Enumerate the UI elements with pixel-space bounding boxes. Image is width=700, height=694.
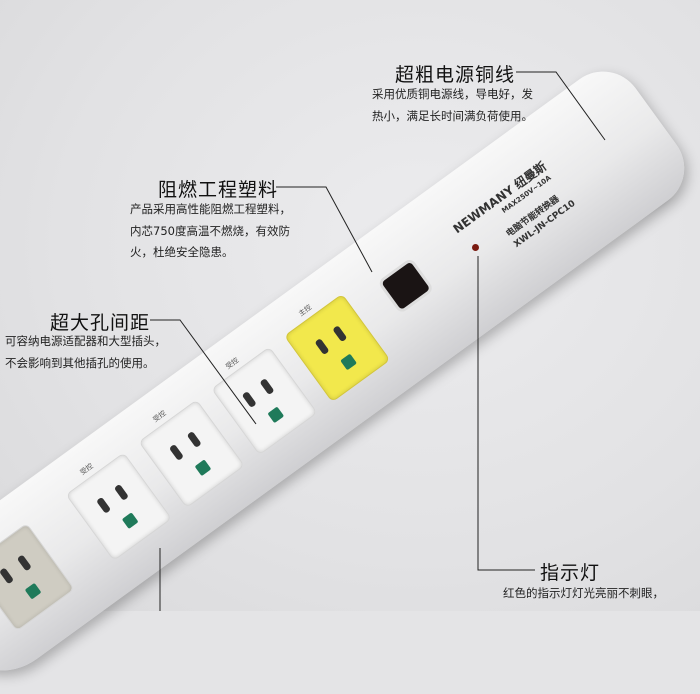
- indicator-led: [472, 244, 479, 251]
- material-description: 产品采用高性能阻燃工程塑料， 内芯750度高温不燃烧，有效防 火，杜绝安全隐患。: [130, 199, 291, 264]
- text-line: 可容纳电源适配器和大型插头，: [5, 334, 166, 348]
- spacing-title: 超大孔间距: [50, 312, 151, 334]
- indicator-description: 红色的指示灯灯光亮丽不刺眼，: [503, 583, 664, 605]
- spacing-description: 可容纳电源适配器和大型插头， 不会影响到其他插孔的使用。: [5, 331, 166, 374]
- text-line: 内芯750度高温不燃烧，有效防: [130, 223, 290, 238]
- text-line: 火，杜绝安全隐患。: [130, 245, 234, 259]
- cable-description: 采用优质铜电源线，导电好，发 热小，满足长时间满负荷使用。: [372, 84, 533, 127]
- text-line: 红色的指示灯灯光亮丽不刺眼，: [503, 586, 664, 600]
- text-line: 热小，满足长时间满负荷使用。: [372, 108, 533, 123]
- cable-title: 超粗电源铜线: [395, 64, 516, 86]
- indicator-title: 指示灯: [540, 562, 601, 584]
- text-line: 不会影响到其他插孔的使用。: [5, 355, 155, 370]
- leader-lines: [150, 71, 606, 611]
- material-title: 阻燃工程塑料: [158, 179, 279, 201]
- text-line: 产品采用高性能阻燃工程塑料，: [130, 202, 291, 216]
- text-line: 采用优质铜电源线，导电好，发: [372, 87, 533, 101]
